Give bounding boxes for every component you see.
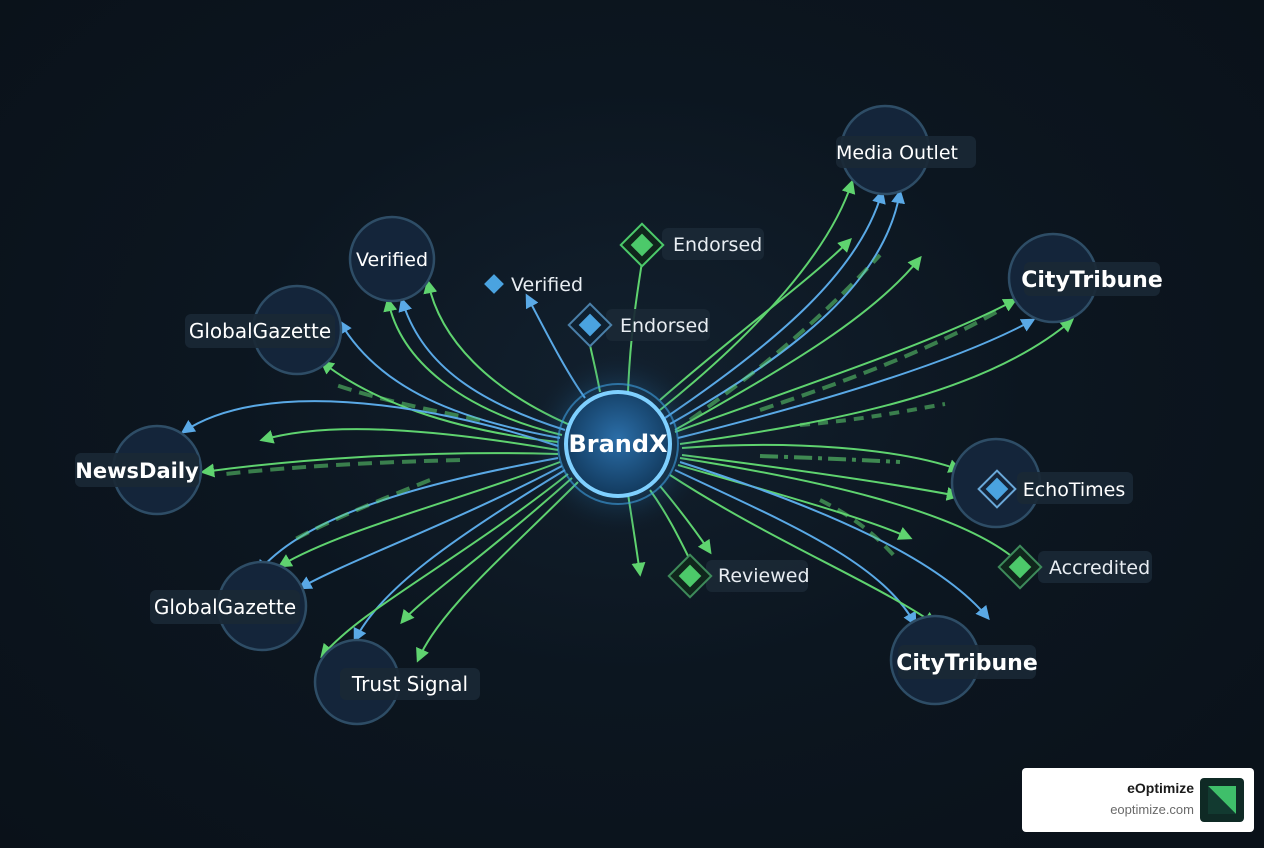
edge xyxy=(297,465,563,590)
node-label: Media Outlet xyxy=(836,142,958,164)
diamond-icon xyxy=(667,553,713,599)
edge xyxy=(759,308,1001,412)
node-verified: Verified xyxy=(348,215,436,303)
edge xyxy=(759,454,901,464)
edge xyxy=(669,474,938,626)
tag-label: Endorsed xyxy=(620,315,709,337)
edge xyxy=(400,477,573,625)
edge xyxy=(677,318,1036,439)
edge xyxy=(679,461,990,621)
node-citytribune-bottom: CityTribune xyxy=(889,614,1038,706)
edge xyxy=(319,360,559,443)
tag-endorsed-mid: Endorsed xyxy=(567,302,710,348)
tag-endorsed-top: Endorsed xyxy=(619,222,764,268)
edge xyxy=(799,402,946,427)
tag-label: Endorsed xyxy=(673,234,762,256)
edge xyxy=(819,498,900,562)
edge xyxy=(677,464,913,540)
watermark-name: eOptimize xyxy=(1127,780,1194,796)
edge xyxy=(674,255,922,431)
edge xyxy=(674,298,1018,433)
node-label: CityTribune xyxy=(1021,268,1163,293)
node-citytribune-top: CityTribune xyxy=(1007,232,1163,324)
tag-label: Verified xyxy=(511,274,583,296)
hub-node: BrandX xyxy=(523,349,713,539)
node-label: NewsDaily xyxy=(75,459,199,483)
edge xyxy=(224,458,461,476)
eoptimize-logo-icon xyxy=(1200,778,1244,822)
tag-label: Reviewed xyxy=(718,565,810,587)
diamond-icon xyxy=(484,274,504,294)
diamond-icon xyxy=(997,544,1043,590)
diamond-icon xyxy=(619,222,665,268)
edge xyxy=(353,469,566,643)
edge xyxy=(180,400,559,447)
node-label: CityTribune xyxy=(896,651,1038,676)
edge xyxy=(277,461,561,568)
edge xyxy=(688,253,882,422)
diamond-icon xyxy=(977,469,1017,509)
edge xyxy=(681,443,963,473)
edge xyxy=(320,473,569,659)
watermark-url: eoptimize.com xyxy=(1110,802,1194,817)
tag-label: Accredited xyxy=(1049,557,1150,579)
node-globalgazette-top: GlobalGazette xyxy=(185,284,343,376)
node-label: GlobalGazette xyxy=(154,595,296,619)
edge xyxy=(679,457,1011,556)
hub-label: BrandX xyxy=(568,430,668,458)
edge xyxy=(681,454,961,501)
edge xyxy=(669,189,906,425)
tag-reviewed: Reviewed xyxy=(667,553,810,599)
node-label: Trust Signal xyxy=(351,672,468,696)
edge xyxy=(659,238,852,401)
edge xyxy=(259,428,559,451)
edge xyxy=(664,189,886,419)
node-label: GlobalGazette xyxy=(189,319,331,343)
node-label: EchoTimes xyxy=(1023,479,1126,501)
node-media-outlet: Media Outlet xyxy=(836,104,976,196)
tag-accredited: Accredited xyxy=(997,544,1152,590)
node-trust-signal: Trust Signal xyxy=(313,638,480,726)
node-label: Verified xyxy=(356,249,428,271)
eoptimize-watermark: eOptimize eoptimize.com xyxy=(1022,768,1254,832)
node-globalgazette-bottom: GlobalGazette xyxy=(150,560,308,652)
edge xyxy=(679,318,1075,445)
edge xyxy=(659,179,856,411)
edge xyxy=(416,481,579,663)
edge xyxy=(338,319,561,439)
node-echotimes: EchoTimes xyxy=(950,437,1133,529)
node-newsdaily: NewsDaily xyxy=(75,424,203,516)
edge xyxy=(289,478,431,544)
edge xyxy=(200,452,559,478)
tag-verified: Verified xyxy=(484,274,583,296)
diamond-icon xyxy=(567,302,613,348)
edge xyxy=(335,383,481,422)
